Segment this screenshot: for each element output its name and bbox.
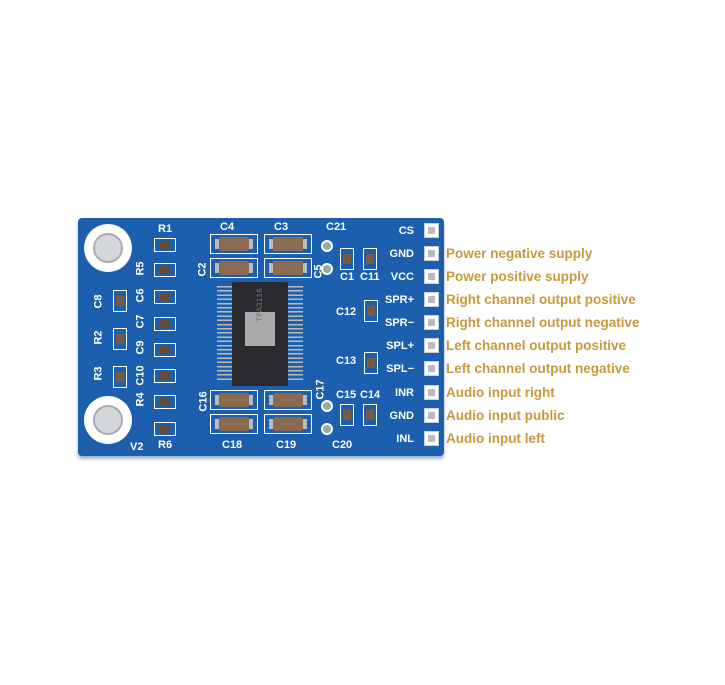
chip-leads <box>287 286 303 382</box>
capacitor <box>364 300 378 322</box>
capacitor <box>154 290 176 304</box>
capacitor <box>264 390 312 410</box>
component-label: C16 <box>197 391 210 412</box>
description-gnd: Power negative supply <box>446 246 593 261</box>
amplifier-chip: TPA3116 <box>232 282 288 386</box>
component-label: C8 <box>92 294 105 309</box>
pin-header <box>424 223 439 238</box>
chip-leads <box>217 286 233 382</box>
resistor <box>154 238 176 252</box>
component-label: C21 <box>326 221 347 233</box>
pin-label-vcc: VCC <box>390 271 414 283</box>
description-spr-minus: Right channel output negative <box>446 315 640 330</box>
pin-label-inr: INR <box>395 387 414 399</box>
capacitor <box>364 352 378 374</box>
description-spr-plus: Right channel output positive <box>446 292 636 307</box>
pin-header <box>424 408 439 423</box>
mounting-hole <box>84 396 132 444</box>
component-label: C14 <box>360 389 381 401</box>
pin-label-inl: INL <box>396 433 414 445</box>
description-inr: Audio input right <box>446 385 555 400</box>
resistor <box>113 366 127 388</box>
via <box>321 423 333 435</box>
pin-header <box>424 431 439 446</box>
component-label: R2 <box>92 330 105 345</box>
component-label: R6 <box>158 439 173 451</box>
pin-header <box>424 246 439 261</box>
pin-header <box>424 292 439 307</box>
component-label: C2 <box>196 262 209 277</box>
component-label: C15 <box>336 389 357 401</box>
pin-header <box>424 338 439 353</box>
component-label: C13 <box>336 355 357 367</box>
capacitor <box>154 343 176 357</box>
pin-label-spl-minus: SPL− <box>386 363 414 375</box>
component-label: C7 <box>134 314 147 329</box>
component-label: C20 <box>332 439 353 451</box>
pin-label-gnd: GND <box>389 248 414 260</box>
description-spl-plus: Left channel output positive <box>446 338 627 353</box>
component-label: C9 <box>134 340 147 355</box>
capacitor <box>154 369 176 383</box>
component-label: C3 <box>274 221 289 233</box>
description-spl-minus: Left channel output negative <box>446 361 630 376</box>
pin-label-spr-plus: SPR+ <box>384 294 414 306</box>
description-inl: Audio input left <box>446 431 545 446</box>
component-label: C4 <box>220 221 235 233</box>
pin-header <box>424 315 439 330</box>
via <box>321 263 333 275</box>
description-gnd-input: Audio input public <box>446 408 565 423</box>
resistor <box>154 422 176 436</box>
pin-header <box>424 361 439 376</box>
component-label: C12 <box>336 306 357 318</box>
pin-label-spr-minus: SPR− <box>384 317 414 329</box>
resistor <box>154 263 176 277</box>
capacitor <box>363 404 377 426</box>
capacitor <box>264 414 312 434</box>
pin-label-cs: CS <box>398 225 414 237</box>
chip-marking: TPA3116 <box>256 288 265 322</box>
pin-header <box>424 269 439 284</box>
component-label: C18 <box>222 439 243 451</box>
capacitor <box>363 248 377 270</box>
amplifier-board: TPA3116 C4 C3 C21 R1 R5 C6 C7 C9 C10 R4 … <box>78 218 444 456</box>
capacitor <box>340 404 354 426</box>
capacitor <box>113 290 127 312</box>
component-label: C5 <box>312 264 325 279</box>
capacitor <box>210 390 258 410</box>
component-label: R3 <box>92 366 105 381</box>
component-label: C6 <box>134 288 147 303</box>
via <box>321 400 333 412</box>
pin-label-spl-plus: SPL+ <box>386 340 414 352</box>
capacitor <box>264 258 312 278</box>
capacitor <box>210 258 258 278</box>
component-label: C1 <box>340 271 355 283</box>
resistor <box>154 395 176 409</box>
component-label: R1 <box>158 223 173 235</box>
capacitor <box>210 234 258 254</box>
pin-label-gnd: GND <box>389 410 414 422</box>
component-label: C17 <box>314 379 327 400</box>
component-label: R5 <box>134 261 147 276</box>
capacitor <box>210 414 258 434</box>
pin-header <box>424 385 439 400</box>
resistor <box>113 328 127 350</box>
capacitor <box>340 248 354 270</box>
capacitor <box>264 234 312 254</box>
mounting-hole <box>84 224 132 272</box>
via <box>321 240 333 252</box>
description-vcc: Power positive supply <box>446 269 589 284</box>
component-label: C19 <box>276 439 297 451</box>
component-label: V2 <box>130 441 144 453</box>
component-label: C10 <box>134 365 147 386</box>
capacitor <box>154 317 176 331</box>
component-label: C11 <box>360 271 380 283</box>
component-label: R4 <box>134 392 147 407</box>
